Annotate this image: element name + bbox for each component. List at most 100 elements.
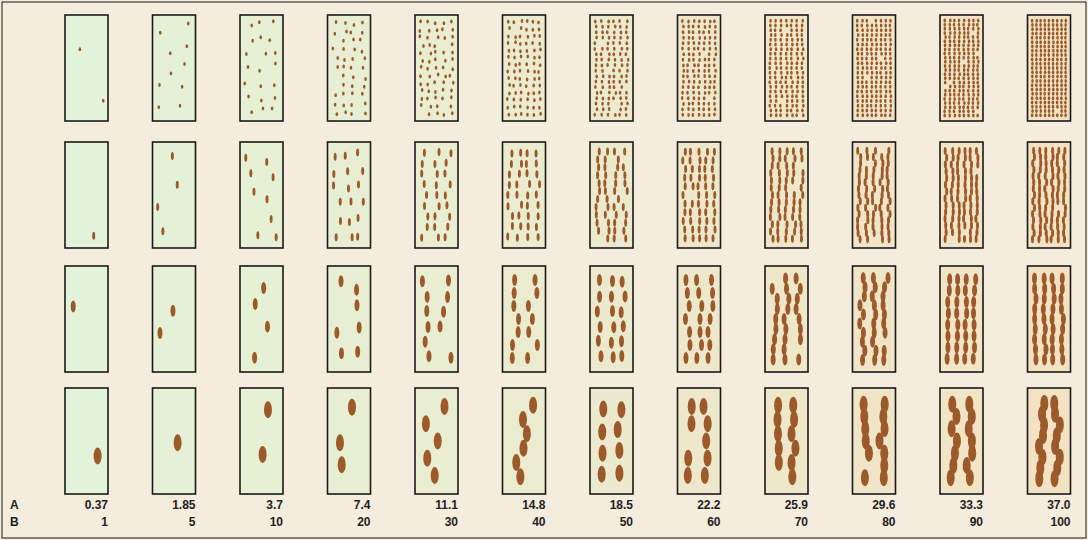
dot [968, 80, 971, 84]
dot [704, 450, 712, 467]
dot [875, 33, 878, 37]
dot [698, 107, 701, 111]
dot [697, 191, 700, 199]
dot [361, 92, 364, 96]
dot [434, 433, 442, 450]
dot [617, 195, 620, 203]
dot [963, 31, 966, 35]
dot [264, 401, 272, 418]
panel-frame [153, 388, 196, 494]
dot [607, 219, 610, 227]
dot [784, 80, 787, 84]
dot [525, 42, 528, 46]
dot [769, 94, 772, 98]
dot [875, 113, 878, 117]
dot [507, 41, 510, 45]
dot [1040, 75, 1043, 79]
dot [889, 42, 892, 46]
dot [880, 61, 883, 65]
dot [438, 202, 441, 210]
dot [444, 233, 447, 241]
dot [686, 74, 689, 78]
dot [861, 28, 864, 32]
dot [791, 113, 794, 117]
dot [539, 112, 542, 116]
dot [600, 91, 603, 95]
dot [342, 64, 345, 68]
dot [507, 35, 510, 39]
dot [688, 398, 696, 415]
dot [884, 99, 887, 103]
dot-panel [153, 388, 196, 494]
dot [944, 181, 947, 189]
dot [784, 283, 789, 295]
dot [786, 24, 789, 28]
dot [963, 208, 966, 216]
dot [1039, 113, 1042, 117]
dot [889, 24, 892, 28]
dot [800, 235, 803, 243]
dot [971, 353, 976, 365]
dot [951, 228, 954, 236]
dot [801, 176, 804, 184]
dot [698, 91, 701, 95]
dot [889, 61, 892, 65]
dot [1056, 88, 1059, 92]
dot [977, 31, 980, 35]
dot [351, 233, 354, 241]
dot [682, 52, 685, 56]
dot [537, 21, 540, 25]
dot [885, 75, 888, 79]
dot [712, 156, 715, 164]
dot [336, 434, 344, 451]
dot [247, 94, 250, 98]
dot-panel [765, 388, 808, 494]
dot [511, 212, 514, 220]
dot [519, 149, 522, 157]
dot [606, 203, 609, 211]
dot [510, 160, 513, 168]
dot [437, 234, 440, 242]
dot [801, 108, 804, 112]
dot [797, 57, 800, 61]
dot [1043, 185, 1046, 193]
dot [958, 35, 961, 39]
dot [681, 107, 684, 111]
dot [706, 352, 711, 364]
dot [944, 101, 947, 105]
dot [1044, 23, 1047, 27]
dot [426, 83, 429, 87]
dot [1056, 62, 1059, 66]
dot [508, 26, 511, 30]
dot [866, 104, 869, 108]
dot [865, 85, 868, 89]
dot [953, 56, 956, 60]
dot [967, 93, 970, 97]
dot [442, 88, 445, 92]
dot [451, 35, 454, 39]
dot [956, 167, 959, 175]
dot [708, 69, 711, 73]
dot [866, 19, 869, 23]
dot [538, 90, 541, 94]
dot [880, 66, 883, 70]
dot [526, 106, 529, 110]
dot [799, 206, 802, 214]
dot [856, 94, 859, 98]
dot [421, 88, 424, 92]
dot [884, 24, 887, 28]
panel-frame [765, 266, 808, 372]
dot [1060, 27, 1063, 31]
dot [1031, 159, 1034, 167]
dot [774, 42, 777, 46]
dot [708, 313, 713, 325]
dot [856, 38, 859, 42]
dot [519, 98, 522, 102]
dot [967, 109, 970, 113]
dot [856, 204, 859, 212]
dot [625, 41, 628, 45]
dot [612, 69, 615, 73]
dot [595, 58, 598, 62]
dot [518, 62, 521, 66]
dot [1048, 83, 1051, 87]
